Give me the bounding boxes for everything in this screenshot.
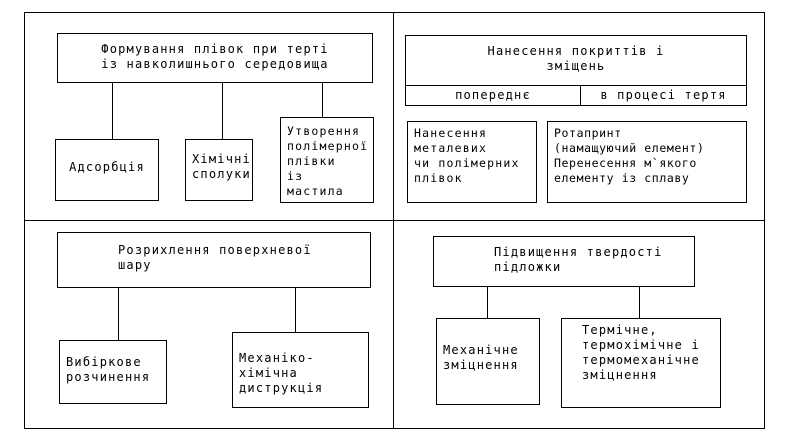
tl-child-adsorption: Адсорбція [55,139,159,201]
tl-child-chemical-compounds: Хімічні сполуки [185,139,253,201]
br-child-mechanical-hardening: Механічне зміцнення [436,318,540,405]
connector [295,288,296,332]
connector [118,288,119,340]
connector [322,83,323,117]
quadrant-divider-vertical [393,12,394,429]
tr-child-rotaprint: Ротапринт (намащуючий елемент) Перенесен… [547,121,747,203]
tr-title-box: Нанесення покриттів і зміщень [405,35,747,86]
br-child-thermal-hardening: Термічне, термохімічне і термомеханічне … [561,318,721,408]
connector [222,83,223,139]
bl-child-mechanochemical: Механіко-хімічна диструкція [232,332,369,408]
tl-title-box: Формування плівок при терті із навколишн… [57,33,373,83]
connector [639,287,640,318]
bl-title-box: Розрихлення поверхневої шару [57,232,371,288]
quadrant-divider-horizontal [24,220,765,221]
connector [487,287,488,318]
tl-child-polymer-film: Утворення полімерної плівки із мастила [280,117,374,203]
connector [112,83,113,139]
bl-child-selective-dissolution: Вибіркове розчинення [59,340,167,404]
tr-sub-left: попереднє [405,85,581,106]
br-title-box: Підвищення твердості підложки [433,236,695,287]
tr-child-metal-films: Нанесення металевих чи полімерних плівок [407,121,537,203]
tr-sub-right: в процесі тертя [580,85,747,106]
